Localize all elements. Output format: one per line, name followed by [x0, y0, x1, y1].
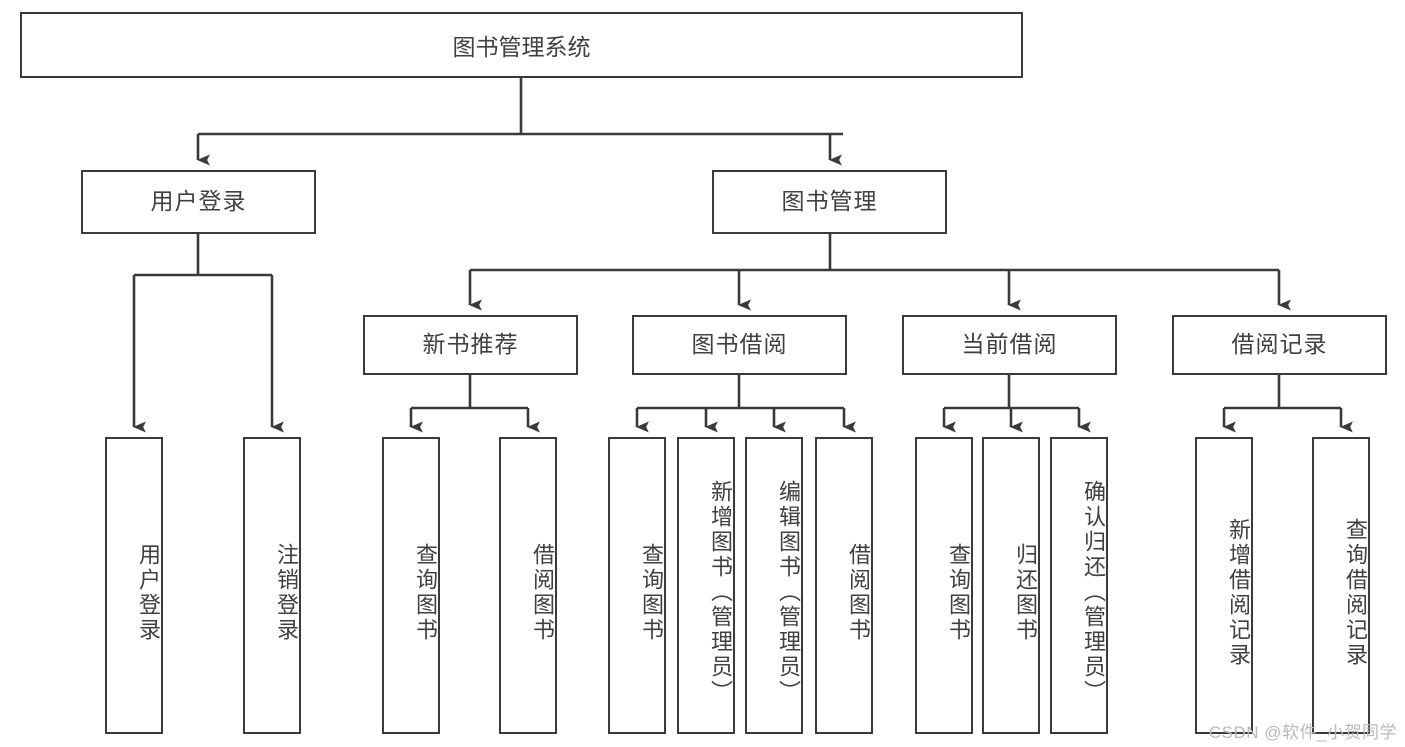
leaf-label: 新增借阅记录 — [1226, 517, 1251, 668]
leaf-user-login-logout[interactable]: 注销登录 — [243, 437, 301, 734]
watermark: CSDN @软件_小贺同学 — [1208, 723, 1397, 742]
leaf-label: 查询图书 — [946, 542, 971, 643]
leaf-label: 借阅图书 — [530, 542, 555, 643]
leaf-label: 注销登录 — [274, 542, 299, 643]
leaf-label: 查询借阅记录 — [1343, 517, 1368, 668]
leaf-borrow-record-query-record[interactable]: 查询借阅记录 — [1312, 437, 1370, 734]
leaf-book-borrow-query-book[interactable]: 查询图书 — [608, 437, 666, 734]
leaf-book-borrow-borrow-book[interactable]: 借阅图书 — [815, 437, 873, 734]
node-borrow-record-label: 借阅记录 — [1231, 331, 1328, 358]
node-book-management-label: 图书管理 — [781, 188, 878, 215]
leaf-current-borrow-confirm-return-admin[interactable]: 确认归还（管理员） — [1050, 437, 1108, 734]
node-book-borrow[interactable]: 图书借阅 — [632, 315, 847, 375]
node-current-borrow-label: 当前借阅 — [961, 331, 1058, 358]
node-user-login[interactable]: 用户登录 — [81, 170, 316, 234]
node-root-book-management-system[interactable]: 图书管理系统 — [20, 12, 1023, 78]
leaf-label: 借阅图书 — [846, 542, 871, 643]
leaf-label: 确认归还（管理员） — [1081, 480, 1106, 705]
leaf-label: 查询图书 — [413, 542, 438, 643]
node-new-book-recommend-label: 新书推荐 — [422, 331, 519, 358]
leaf-book-borrow-edit-book-admin[interactable]: 编辑图书（管理员） — [745, 437, 803, 734]
leaf-new-book-borrow-book[interactable]: 借阅图书 — [499, 437, 557, 734]
leaf-new-book-query-book[interactable]: 查询图书 — [382, 437, 440, 734]
leaf-label: 编辑图书（管理员） — [776, 480, 801, 705]
node-book-management[interactable]: 图书管理 — [712, 170, 947, 234]
node-current-borrow[interactable]: 当前借阅 — [902, 315, 1117, 375]
leaf-user-login-login[interactable]: 用户登录 — [105, 437, 163, 734]
leaf-book-borrow-add-book-admin[interactable]: 新增图书（管理员） — [677, 437, 735, 734]
leaf-label: 用户登录 — [136, 542, 161, 643]
leaf-label: 归还图书 — [1013, 542, 1038, 643]
leaf-current-borrow-return-book[interactable]: 归还图书 — [982, 437, 1040, 734]
leaf-borrow-record-add-record[interactable]: 新增借阅记录 — [1195, 437, 1253, 734]
node-user-login-label: 用户登录 — [150, 188, 247, 215]
node-book-borrow-label: 图书借阅 — [691, 331, 788, 358]
node-borrow-record[interactable]: 借阅记录 — [1172, 315, 1387, 375]
node-root-label: 图书管理系统 — [452, 34, 591, 60]
leaf-current-borrow-query-book[interactable]: 查询图书 — [915, 437, 973, 734]
node-new-book-recommend[interactable]: 新书推荐 — [363, 315, 578, 375]
leaf-label: 新增图书（管理员） — [708, 480, 733, 705]
leaf-label: 查询图书 — [639, 542, 664, 643]
